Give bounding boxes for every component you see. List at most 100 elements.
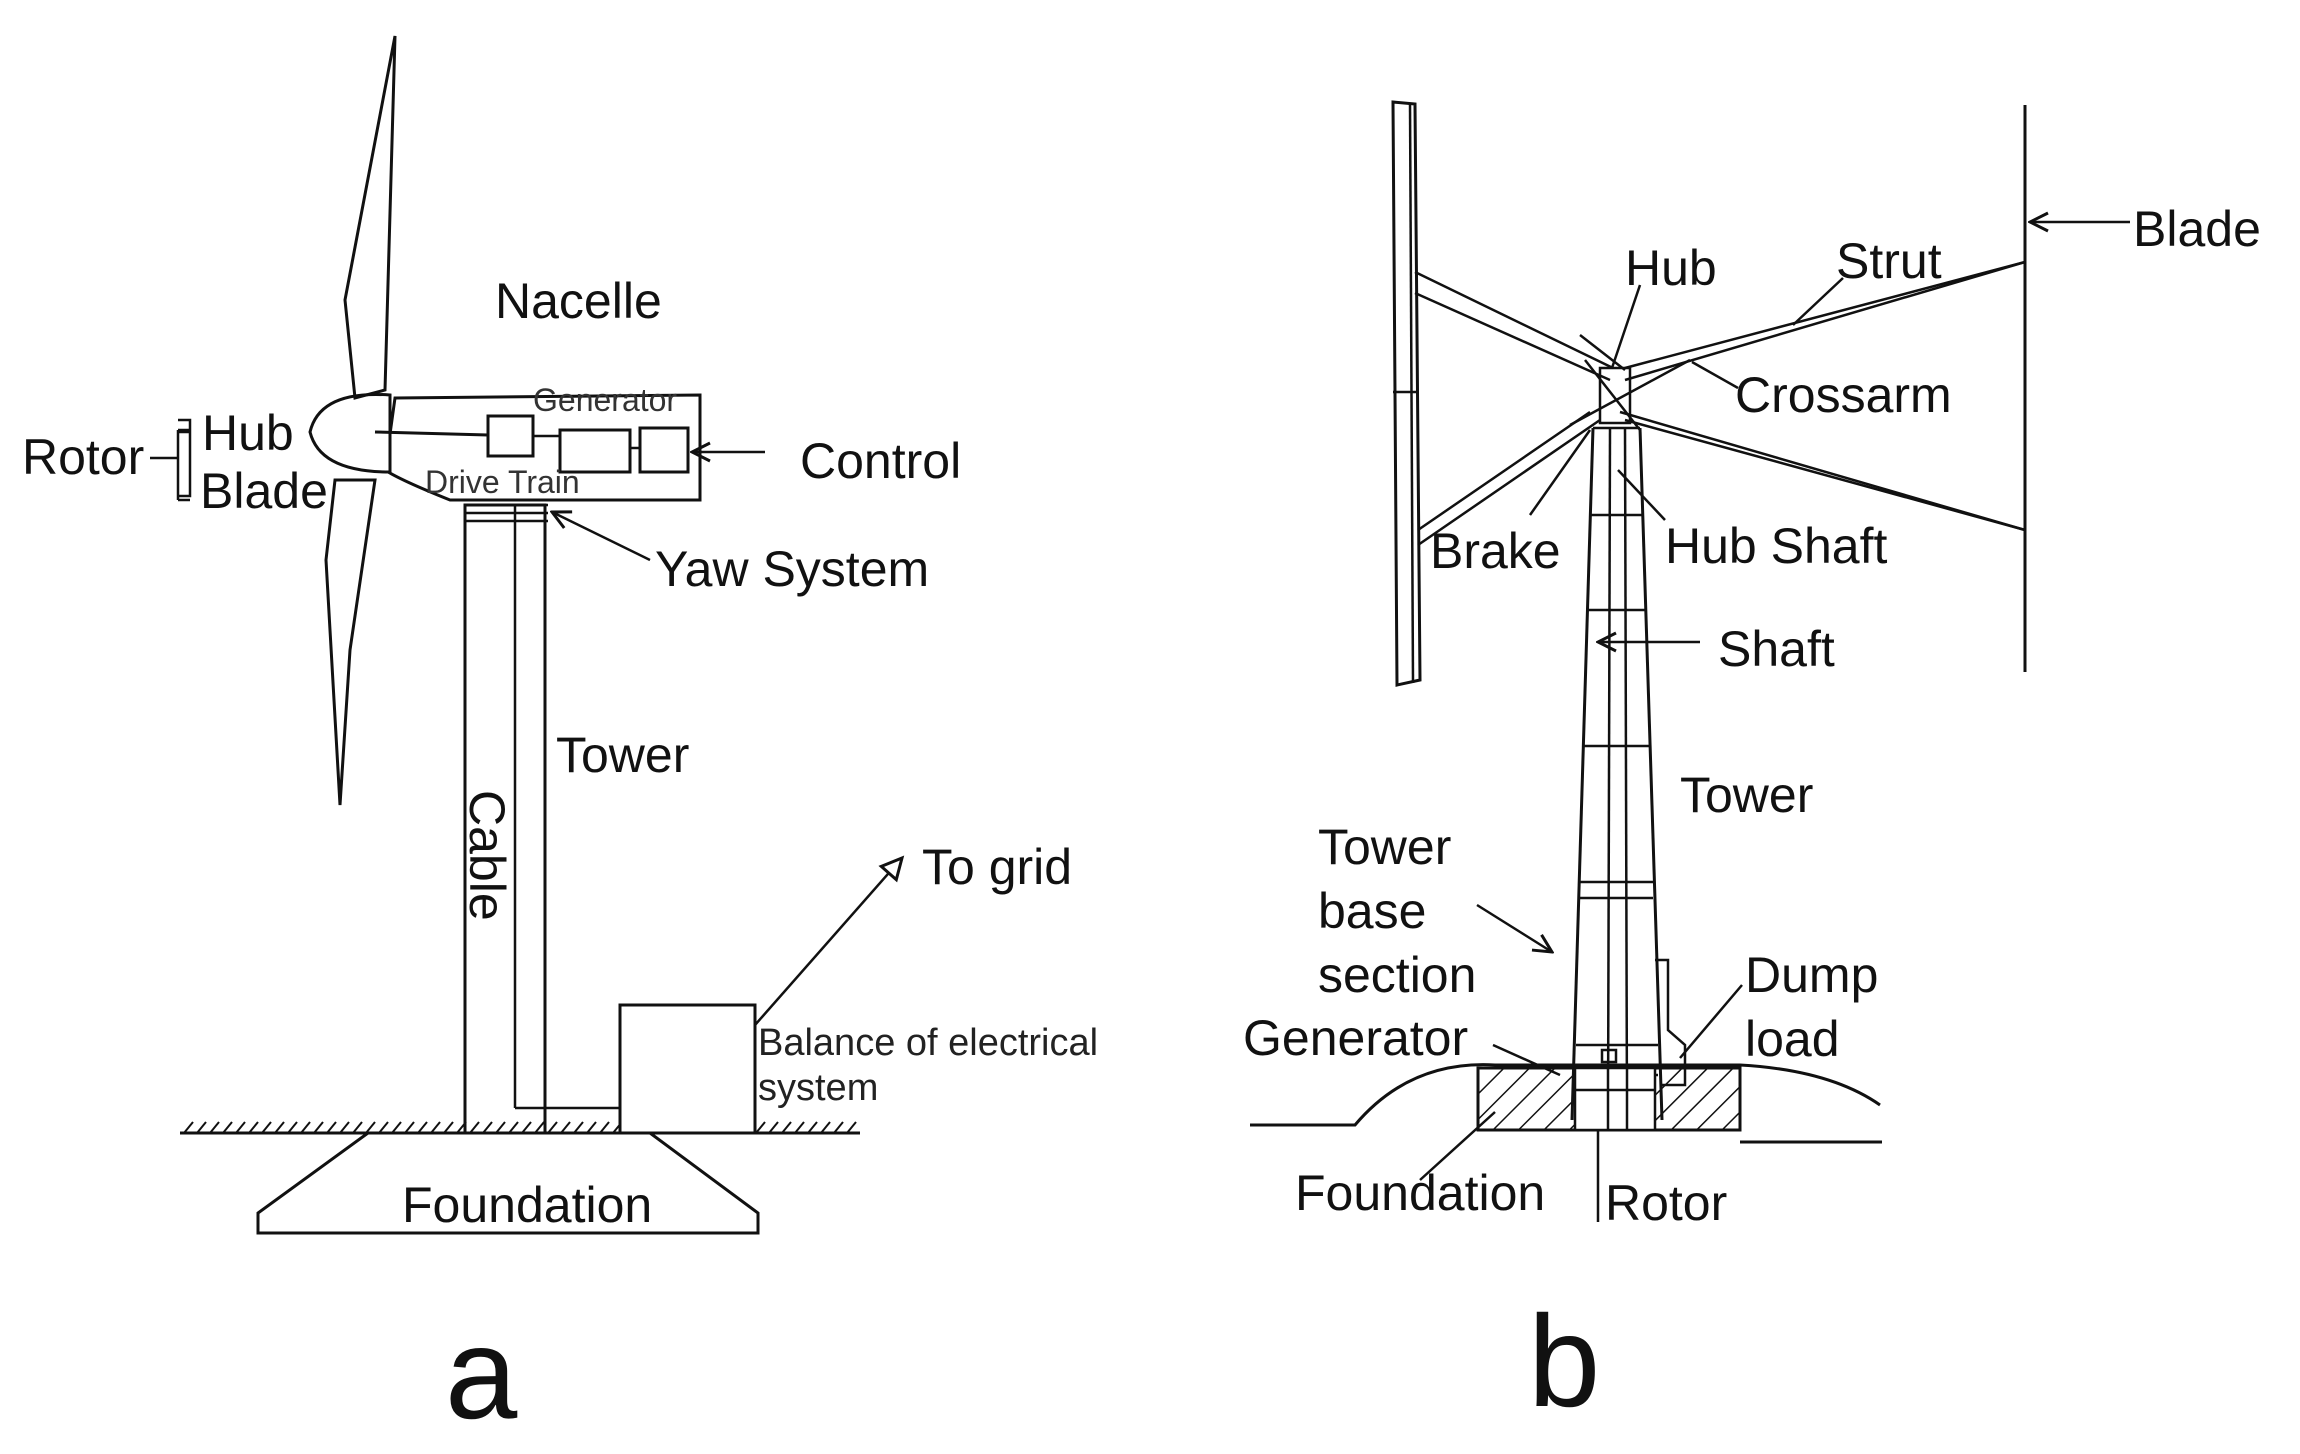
generator-pointer (1492, 1043, 1561, 1077)
drive-train-label: Drive Train (425, 464, 580, 500)
brake-label: Brake (1430, 523, 1561, 579)
strut-pointer (1792, 277, 1844, 326)
vertical-axis-turbine: Blade Hub Strut Crossarm Brake Hub Shaft… (1243, 100, 2261, 1434)
ground-hatch-tick (196, 1121, 207, 1134)
hub-label-b: Hub (1625, 240, 1717, 296)
hub-shape-b (1598, 366, 1632, 425)
ground-hatch-tick (352, 1121, 363, 1134)
to-grid-label: To grid (922, 839, 1072, 895)
left-blade (1391, 100, 1422, 687)
ground-hatch-tick (807, 1121, 818, 1134)
ground-hatch-tick (404, 1121, 415, 1134)
ground-hatch-tick (443, 1121, 454, 1134)
yaw-system-label: Yaw System (655, 541, 929, 597)
strut-label: Strut (1836, 233, 1942, 289)
ground-hatch-tick (833, 1121, 844, 1134)
ground-hatch-tick (235, 1121, 246, 1134)
generator-label-b: Generator (1243, 1010, 1468, 1066)
ground-hatch-tick (794, 1121, 805, 1134)
balance-label-line2: system (758, 1067, 878, 1109)
control-label: Control (800, 433, 961, 489)
dump-load-label-line2: load (1745, 1011, 1840, 1067)
ground-mound (1250, 1063, 1881, 1127)
ground-hatch-tick (430, 1121, 441, 1134)
tower-shaft (1570, 426, 1664, 1121)
ground-hatch-tick (339, 1121, 350, 1134)
ground-hatch-tick (300, 1121, 311, 1134)
ground-hatch-tick (573, 1121, 584, 1134)
hub-label: Hub (202, 405, 294, 461)
ground-hatch-tick (534, 1121, 545, 1134)
crossarm-pointer (1691, 360, 1739, 390)
tower-base-arrow (1476, 903, 1552, 952)
ground-hatch-tick (768, 1121, 779, 1134)
panel-label-b: b (1528, 1288, 1600, 1434)
tower-label-b: Tower (1680, 767, 1813, 823)
ground-hatch-tick (599, 1121, 610, 1134)
dump-load-label-line1: Dump (1745, 947, 1878, 1003)
ground-hatch-tick (209, 1121, 220, 1134)
tower-base-label-line2: base (1318, 883, 1426, 939)
drive-shaft (374, 430, 489, 437)
hub-pointer (1610, 284, 1642, 369)
ground-hatch-tick (495, 1121, 506, 1134)
nacelle-label: Nacelle (495, 273, 662, 329)
to-grid-arrow (754, 855, 905, 1026)
balance-box (618, 1003, 757, 1135)
tower-shape (463, 503, 620, 1135)
ground-hatch-tick (274, 1121, 285, 1134)
ground-hatch-tick (326, 1121, 337, 1134)
blade-label-b: Blade (2133, 201, 2261, 257)
foundation-label-b: Foundation (1295, 1165, 1545, 1221)
generator-box (558, 428, 632, 474)
rotor-label-b: Rotor (1605, 1175, 1727, 1231)
dump-load-pointer (1679, 984, 1743, 1059)
shaft-label: Shaft (1718, 621, 1835, 677)
cable-label: Cable (459, 790, 515, 921)
ground-hatch-tick (521, 1121, 532, 1134)
tower-base-label-line1: Tower (1318, 819, 1451, 875)
control-box (638, 426, 690, 474)
tower-label: Tower (556, 727, 689, 783)
yaw-arrow (552, 512, 651, 562)
blade-label: Blade (200, 463, 328, 519)
hub-shaft-label: Hub Shaft (1665, 518, 1887, 574)
foundation-label: Foundation (402, 1177, 652, 1233)
ground-hatch-tick (846, 1121, 857, 1134)
ground-hatch-tick (469, 1121, 480, 1134)
ground-hatch-tick (755, 1121, 766, 1134)
ground-hatch-tick (313, 1121, 324, 1134)
ground-hatch-tick (417, 1121, 428, 1134)
crossarm-label: Crossarm (1735, 367, 1952, 423)
ground-hatch-tick (378, 1121, 389, 1134)
tower-base-label-line3: section (1318, 947, 1476, 1003)
foundation-shape (256, 1131, 760, 1235)
ground-hatch-tick (287, 1121, 298, 1134)
brake-pointer (1528, 429, 1592, 516)
ground-hatch-tick (248, 1121, 259, 1134)
ground-hatch-tick (482, 1121, 493, 1134)
horizontal-axis-turbine: Nacelle Rotor Hub Blade Generator Drive … (22, 35, 1098, 1446)
balance-label-line1: Balance of electrical (758, 1022, 1098, 1064)
ground-hatch-tick (586, 1121, 597, 1134)
struts (1414, 260, 2026, 547)
foundation-pointer (1419, 1111, 1496, 1181)
ground-hatch-tick (560, 1121, 571, 1134)
blade-upper (343, 35, 397, 400)
ground-line (180, 1121, 860, 1135)
gearbox-box (486, 414, 535, 458)
ground-hatch-tick (183, 1121, 194, 1134)
panel-label-a: a (445, 1300, 518, 1446)
rotor-bracket (178, 418, 192, 498)
generator-label: Generator (533, 382, 677, 418)
ground-hatch-tick (508, 1121, 519, 1134)
ground-hatch-tick (261, 1121, 272, 1134)
hub-shape (308, 392, 392, 474)
ground-hatch-tick (365, 1121, 376, 1134)
ground-hatch-tick (781, 1121, 792, 1134)
ground-hatch-tick (820, 1121, 831, 1134)
blade-lower (324, 478, 377, 806)
ground-hatch-tick (547, 1121, 558, 1134)
hub-shaft-pointer (1617, 469, 1666, 521)
